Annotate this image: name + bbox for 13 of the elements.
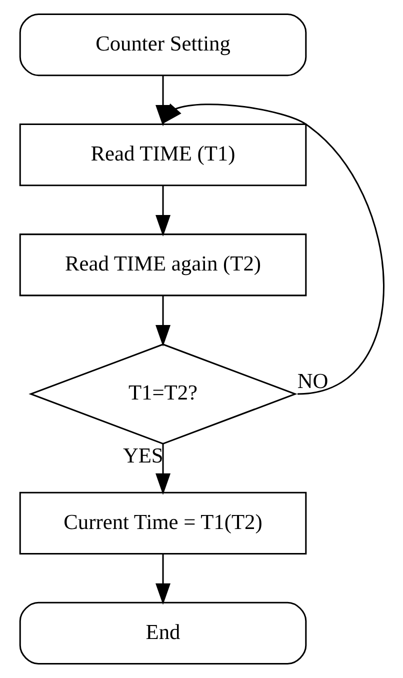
arrow xyxy=(160,104,384,395)
node-box: Read TIME again (T2) xyxy=(18,234,306,296)
arrow xyxy=(155,296,170,346)
node-box: Counter Setting xyxy=(18,13,306,76)
edge-label: NO xyxy=(296,369,328,394)
edge-label: YES xyxy=(122,444,163,468)
node-box: End xyxy=(18,602,306,665)
arrow xyxy=(155,186,170,236)
node-diamond: T1=T2? xyxy=(28,344,297,444)
node-box: Read TIME (T1) xyxy=(18,124,306,186)
node-box: Current Time = T1(T2) xyxy=(18,492,306,554)
arrow xyxy=(155,444,170,495)
arrow xyxy=(155,554,170,605)
